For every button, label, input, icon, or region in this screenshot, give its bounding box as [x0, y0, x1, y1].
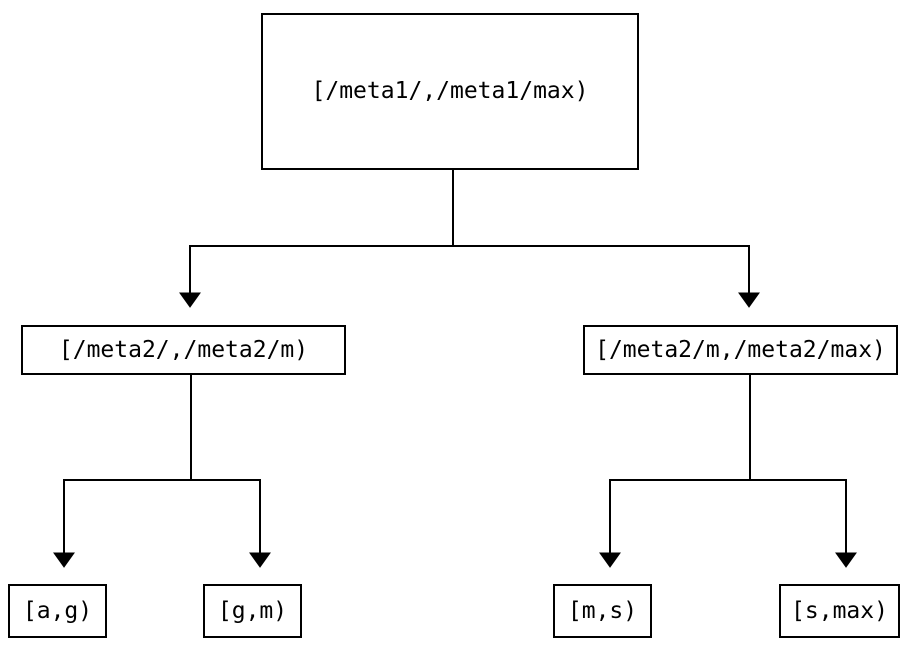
tree-node-leaf-ag-label: [a,g) [22, 597, 93, 624]
tree-node-right: [/meta2/m,/meta2/max) [583, 325, 898, 375]
tree-node-root: [/meta1/,/meta1/max) [261, 13, 639, 170]
tree-node-leaf-smax-label: [s,max) [791, 597, 888, 624]
tree-node-leaf-gm-label: [g,m) [217, 597, 288, 624]
tree-node-left: [/meta2/,/meta2/m) [21, 325, 346, 375]
tree-node-leaf-gm: [g,m) [203, 584, 302, 638]
arrowhead-down-icon [599, 552, 621, 568]
edge-left-to-leaves [53, 375, 271, 568]
tree-node-root-label: [/meta1/,/meta1/max) [311, 78, 589, 104]
arrowhead-down-icon [179, 292, 201, 308]
arrowhead-down-icon [53, 552, 75, 568]
tree-node-leaf-ms: [m,s) [553, 584, 652, 638]
edge-right-to-leaves [599, 375, 857, 568]
tree-node-leaf-smax: [s,max) [779, 584, 900, 638]
tree-node-leaf-ms-label: [m,s) [567, 597, 638, 624]
arrowhead-down-icon [835, 552, 857, 568]
arrowhead-down-icon [249, 552, 271, 568]
tree-node-right-label: [/meta2/m,/meta2/max) [595, 336, 886, 363]
arrowhead-down-icon [738, 292, 760, 308]
tree-node-leaf-ag: [a,g) [8, 584, 107, 638]
edge-root-to-children [179, 170, 760, 308]
tree-node-left-label: [/meta2/,/meta2/m) [58, 336, 309, 363]
